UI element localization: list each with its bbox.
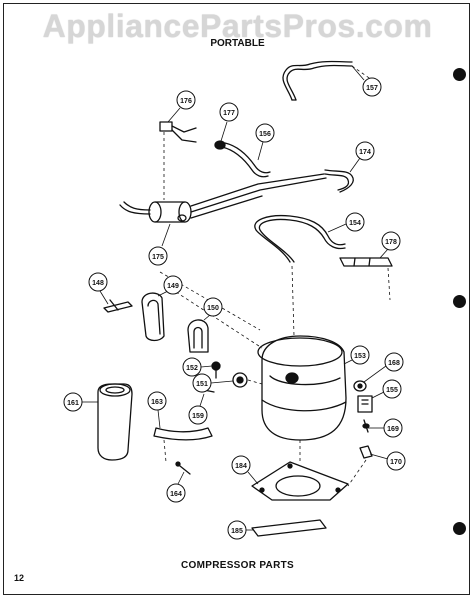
svg-text:175: 175 bbox=[152, 254, 164, 261]
svg-text:152: 152 bbox=[186, 365, 198, 372]
svg-text:184: 184 bbox=[235, 463, 247, 470]
callout-156: 156 bbox=[255, 123, 275, 161]
strap-163 bbox=[153, 427, 213, 441]
section-heading: PORTABLE bbox=[210, 38, 265, 49]
callout-168: 168 bbox=[363, 352, 404, 383]
callout-184: 184 bbox=[231, 455, 259, 485]
svg-text:149: 149 bbox=[167, 283, 179, 290]
callout-155: 155 bbox=[371, 379, 402, 399]
clip-176 bbox=[159, 121, 197, 143]
compressor-153 bbox=[257, 335, 347, 441]
callout-185: 185 bbox=[227, 520, 254, 540]
watermark-logo: AppliancePartsPros.com bbox=[42, 8, 433, 44]
clip-148 bbox=[103, 299, 133, 313]
callout-170: 170 bbox=[369, 451, 406, 471]
diagram-title: COMPRESSOR PARTS bbox=[181, 560, 294, 571]
svg-text:170: 170 bbox=[390, 459, 402, 466]
tube-154 bbox=[254, 214, 346, 263]
callout-163: 163 bbox=[147, 391, 167, 429]
accumulator-175 bbox=[119, 173, 327, 223]
svg-text:156: 156 bbox=[259, 131, 271, 138]
svg-text:153: 153 bbox=[354, 353, 366, 360]
svg-text:164: 164 bbox=[170, 491, 182, 498]
page-border bbox=[3, 3, 470, 595]
screw-164 bbox=[175, 461, 191, 475]
svg-text:161: 161 bbox=[67, 400, 79, 407]
svg-text:174: 174 bbox=[359, 149, 371, 156]
callout-153: 153 bbox=[343, 345, 370, 365]
pin-169 bbox=[362, 419, 370, 433]
callout-151: 151 bbox=[192, 373, 234, 393]
callout-169: 169 bbox=[368, 418, 403, 438]
svg-text:185: 185 bbox=[231, 528, 243, 535]
callout-161: 161 bbox=[63, 392, 98, 412]
bracket-150 bbox=[187, 319, 209, 353]
callout-154: 154 bbox=[327, 212, 365, 233]
bracket-155 bbox=[357, 395, 373, 413]
svg-text:163: 163 bbox=[151, 399, 163, 406]
svg-text:159: 159 bbox=[192, 413, 204, 420]
callout-149: 149 bbox=[157, 275, 183, 297]
insulation-178 bbox=[339, 257, 393, 267]
strip-185 bbox=[251, 519, 327, 537]
tube-156 bbox=[221, 142, 271, 178]
svg-text:177: 177 bbox=[223, 110, 235, 117]
overload-151 bbox=[232, 372, 248, 388]
page-number: 12 bbox=[14, 573, 25, 583]
callout-152: 152 bbox=[182, 357, 213, 377]
callout-150: 150 bbox=[203, 297, 223, 321]
callout-174: 174 bbox=[349, 141, 375, 173]
terminal-152 bbox=[211, 361, 221, 379]
svg-text:169: 169 bbox=[387, 426, 399, 433]
callout-159: 159 bbox=[188, 393, 208, 425]
binder-hole-top bbox=[453, 68, 466, 81]
svg-text:157: 157 bbox=[366, 85, 378, 92]
discharge-tube-157 bbox=[282, 60, 353, 101]
callout-148: 148 bbox=[88, 272, 109, 305]
cover-149 bbox=[141, 292, 165, 342]
svg-text:178: 178 bbox=[385, 239, 397, 246]
callout-164: 164 bbox=[166, 471, 186, 503]
svg-text:168: 168 bbox=[388, 360, 400, 367]
callout-176: 176 bbox=[167, 90, 196, 123]
svg-text:176: 176 bbox=[180, 98, 192, 105]
callout-157: 157 bbox=[351, 65, 382, 97]
svg-text:151: 151 bbox=[196, 381, 208, 388]
binder-hole-middle bbox=[453, 295, 466, 308]
callout-175: 175 bbox=[148, 223, 171, 266]
sleeve-170 bbox=[359, 445, 373, 459]
svg-text:155: 155 bbox=[386, 387, 398, 394]
cover-161 bbox=[97, 383, 133, 461]
callout-178: 178 bbox=[379, 231, 401, 259]
base-plate-184 bbox=[251, 461, 349, 501]
tube-174 bbox=[324, 169, 354, 193]
callout-group: 157 176 177 156 174 175 154 178 148 149 … bbox=[63, 65, 406, 540]
binder-hole-bottom bbox=[453, 522, 466, 535]
svg-text:154: 154 bbox=[349, 220, 361, 227]
grommet-168 bbox=[353, 380, 367, 392]
svg-text:150: 150 bbox=[207, 305, 219, 312]
svg-text:148: 148 bbox=[92, 280, 104, 287]
callout-177: 177 bbox=[219, 102, 239, 142]
